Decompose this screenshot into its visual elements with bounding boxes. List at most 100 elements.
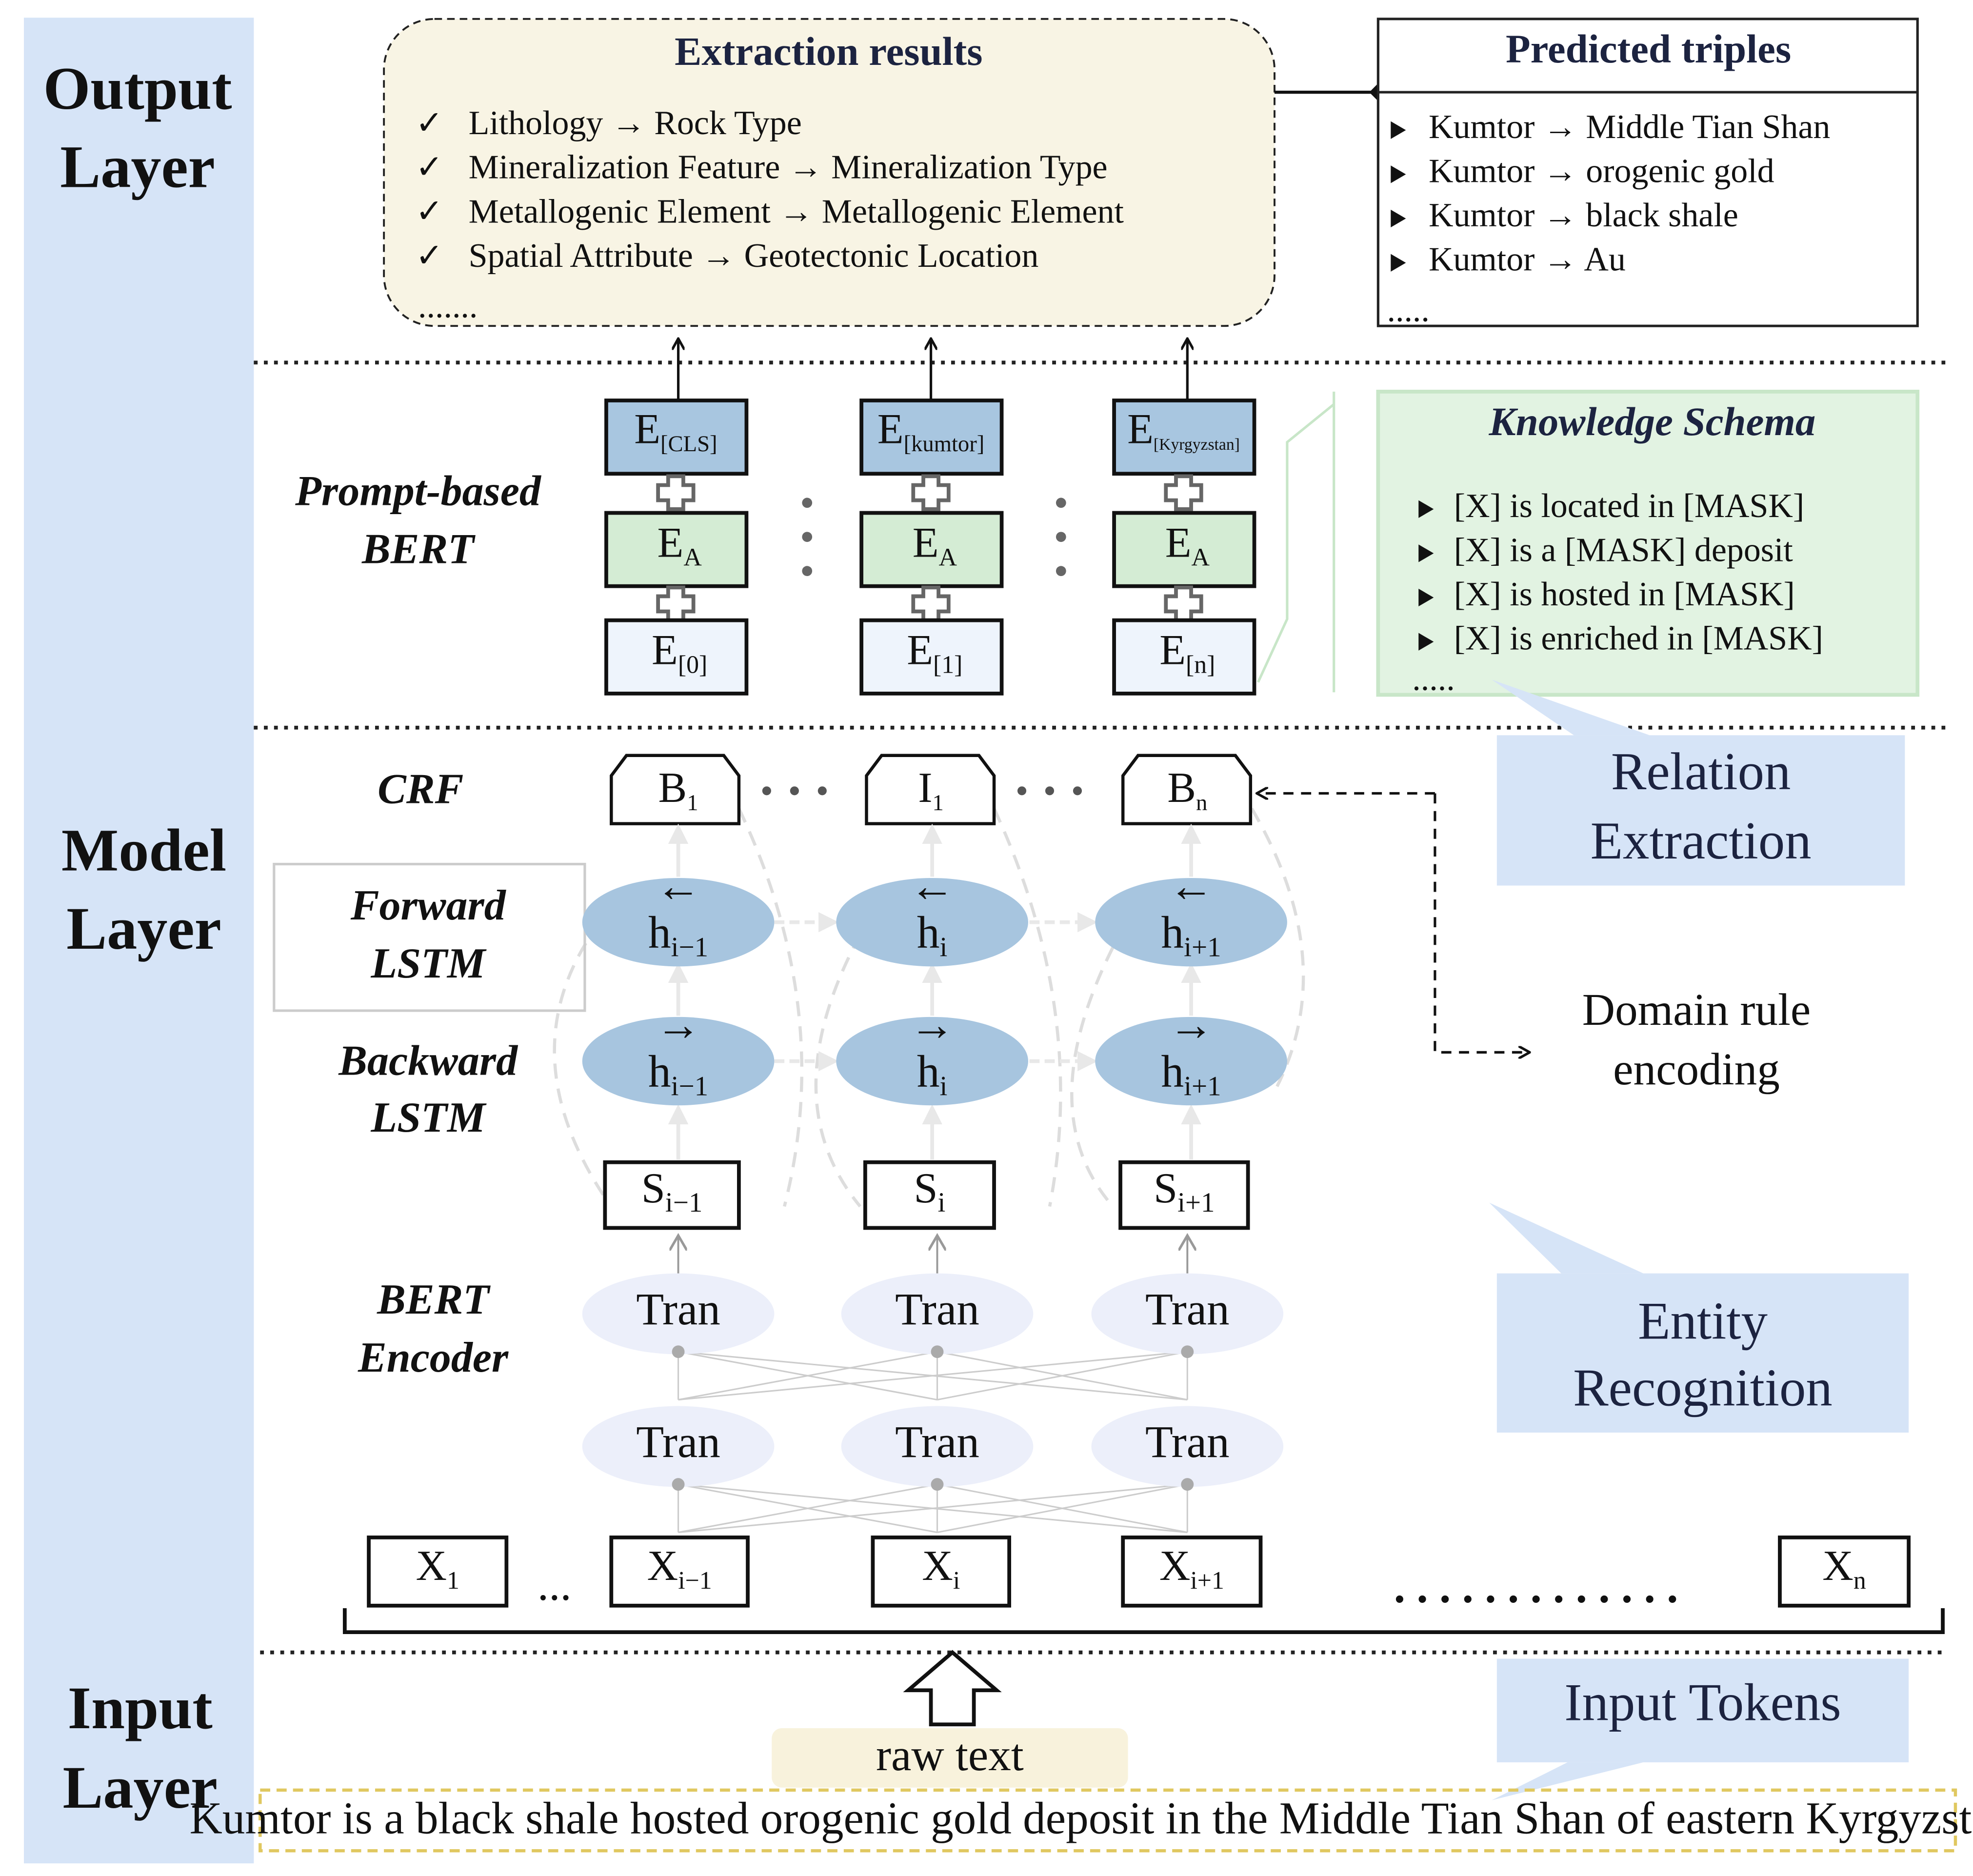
input-token-label: Xn [1822, 1542, 1866, 1595]
main-symbol: E [634, 406, 660, 453]
main-symbol: h [648, 908, 671, 958]
ellipsis-dot [802, 566, 813, 576]
state-label: Si−1 [641, 1165, 702, 1218]
main-symbol: X [1159, 1542, 1191, 1590]
subscript: [n] [1186, 651, 1215, 679]
hollow-arrow-up-icon [903, 1650, 1002, 1727]
node-dot [931, 1345, 944, 1358]
entity-recognition-callout [1496, 1273, 1909, 1433]
subscript: 1 [687, 790, 698, 815]
schema-item: [X] is a [MASK] deposit [1454, 531, 1794, 569]
subscript: i+1 [1190, 1567, 1224, 1595]
ellipsis-dot [1056, 532, 1066, 542]
state-label: Si+1 [1154, 1165, 1215, 1218]
ellipsis-dot [1056, 498, 1066, 508]
transformer-label: Tran [1145, 1417, 1230, 1467]
dashed-connection [1070, 946, 1115, 1208]
relation-extraction-callout-text: Extraction [1591, 811, 1812, 870]
input-sentence: Kumtor is a black shale hosted orogenic … [189, 1794, 1973, 1844]
main-symbol: E [1159, 627, 1186, 674]
attention-embedding-box [604, 511, 749, 588]
dashed-connection [737, 808, 804, 1207]
layer-sidebar [23, 18, 254, 1864]
lstm-hidden-state [1095, 1017, 1287, 1106]
triangle-bullet-icon [1391, 121, 1406, 139]
ellipsis-dot [1017, 786, 1027, 796]
lstm-hidden-state [1095, 878, 1287, 967]
position-embedding-label: E[n] [1159, 627, 1215, 679]
subscript: i+1 [1177, 1187, 1215, 1218]
subscript: A [1191, 543, 1210, 571]
crf-tag-box [1121, 754, 1253, 825]
attention-embedding-box [1112, 511, 1256, 588]
extraction-item: Metallogenic Element → Metallogenic Elem… [469, 193, 1124, 230]
transformer-label: Tran [636, 1284, 720, 1335]
input-sentence-box [259, 1788, 1957, 1853]
main-symbol: I [918, 764, 932, 812]
subscript: i [938, 1187, 946, 1218]
transformer-label: Tran [895, 1417, 979, 1467]
hidden-state-label: hi−1 [648, 908, 708, 963]
lstm-hidden-state [836, 1017, 1028, 1106]
position-embedding-box [1112, 618, 1256, 696]
token-embedding-label: E[CLS] [634, 406, 717, 457]
token-embedding-label: E[Kyrgyzstan] [1127, 406, 1240, 454]
arrow-left-icon: ← [656, 861, 701, 911]
triple-item: Kumtor → orogenic gold [1429, 152, 1774, 190]
bert-encoder-label: Encoder [358, 1334, 509, 1381]
main-symbol: h [917, 908, 940, 958]
subscript: [1] [933, 651, 962, 679]
schema-item: [X] is located in [MASK] [1454, 487, 1804, 525]
prompt-bert-label: BERT [361, 526, 476, 573]
token-ellipsis: . . . . . . . . . . . . . [1394, 1562, 1678, 1613]
input-token-box [1778, 1536, 1911, 1608]
checkmark-icon: ✓ [416, 104, 443, 141]
main-symbol: E [907, 627, 933, 674]
main-symbol: E [1165, 519, 1192, 567]
callout-pointer [1492, 679, 1650, 736]
main-symbol: E [913, 519, 939, 567]
backward-lstm-label: Backward [338, 1037, 518, 1084]
attention-link [678, 1483, 1188, 1534]
domain-rule-arrow [1434, 793, 1530, 1052]
subscript: [0] [678, 651, 707, 679]
subscript: n [1196, 790, 1207, 815]
state-box [603, 1160, 741, 1230]
transformer-unit [582, 1406, 775, 1487]
attention-link [678, 1351, 1188, 1401]
node-dot [1181, 1478, 1194, 1491]
triples-title: Predicted triples [1506, 26, 1791, 71]
state-box [863, 1160, 996, 1230]
ellipsis-dot [1056, 566, 1066, 576]
ellipsis-dot [802, 498, 813, 508]
ellipsis-dot [1073, 786, 1082, 796]
hidden-state-label: hi [917, 908, 947, 963]
main-symbol: X [416, 1542, 447, 1590]
ellipsis-dot [762, 786, 771, 796]
checkmark-icon: ✓ [416, 193, 443, 230]
crf-tag-box [865, 754, 996, 825]
transformer-label: Tran [636, 1417, 720, 1467]
hidden-state-label: hi+1 [1161, 908, 1221, 963]
subscript: i−1 [665, 1187, 702, 1218]
relation-extraction-callout [1496, 735, 1905, 886]
subscript: [Kyrgyzstan] [1154, 436, 1240, 454]
layer-label-model: Layer [66, 895, 221, 962]
node-dot [931, 1478, 944, 1491]
triangle-bullet-icon [1418, 500, 1434, 518]
entity-recognition-callout-text: Entity [1638, 1291, 1768, 1350]
main-symbol: B [1167, 764, 1196, 812]
triple-item: Kumtor → Au [1429, 241, 1626, 279]
main-symbol: S [1154, 1165, 1177, 1212]
token-ellipsis: ... [538, 1559, 572, 1610]
main-symbol: h [648, 1047, 671, 1097]
token-embedding-label: E[kumtor] [877, 406, 984, 457]
knowledge-schema-box [1376, 389, 1920, 697]
crf-tag-label: Bn [1167, 764, 1207, 815]
callout-pointer [1489, 1202, 1644, 1274]
extraction-item: Spatial Attribute → Geotectonic Location [469, 237, 1039, 275]
layer-label-input: Layer [62, 1754, 218, 1821]
main-symbol: X [1822, 1542, 1853, 1590]
schema-title: Knowledge Schema [1488, 399, 1815, 444]
extraction-title: Extraction results [675, 29, 982, 74]
